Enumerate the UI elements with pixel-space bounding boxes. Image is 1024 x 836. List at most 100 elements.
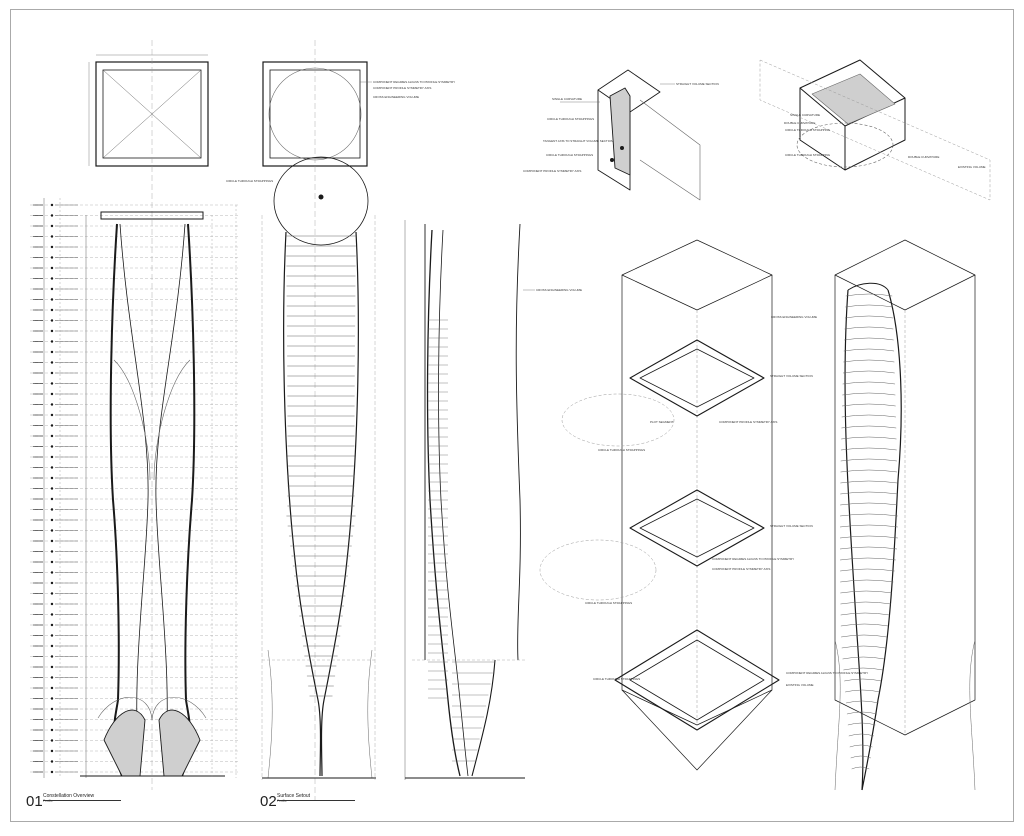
level-marker: [50, 613, 54, 616]
annotation-label: CIRCLE THROUGH STRAPPINGS: [585, 601, 632, 605]
annotation-label: STRAIGHT VOLUME SECTION: [770, 374, 813, 378]
level-marker: [50, 424, 54, 427]
level-marker: [50, 718, 54, 721]
annotation-label: CIRCLE THROUGH STRAPPINGS: [226, 179, 273, 183]
level-marker: [50, 571, 54, 574]
surface-rib: [842, 392, 896, 396]
panel-02-surface-setout: [261, 40, 376, 800]
column-cap: [100, 211, 204, 220]
surface-rib: [844, 326, 894, 330]
strapping-ellipse: [539, 539, 657, 601]
inner-strand: [119, 223, 149, 777]
outline-curve: [367, 649, 373, 779]
level-marker: [50, 224, 54, 228]
surface-edge-right: [861, 289, 902, 791]
level-marker: [50, 518, 54, 522]
surface-rib: [841, 425, 897, 429]
annotation-label: TANGENT AXIS TO STRAIGHT VOLUME SECTION: [543, 139, 613, 143]
section-profile-left: [426, 229, 461, 777]
surface-rib: [840, 513, 898, 517]
iso-ring-inner: [639, 498, 755, 558]
surface-rib: [846, 711, 877, 715]
level-marker: [50, 497, 54, 501]
annotation-label: CROSS ENGINEERING VOLUME: [771, 315, 817, 319]
level-marker: [50, 707, 54, 711]
level-marker: [50, 245, 54, 249]
inner-strand: [113, 359, 151, 481]
surface-rib: [840, 458, 897, 462]
detail-axonometric-b: [759, 59, 991, 201]
panel-number: 02: [260, 793, 277, 810]
level-marker: [50, 266, 54, 270]
level-marker: [50, 602, 54, 606]
surface-rib: [849, 744, 873, 748]
level-marker: [50, 256, 54, 259]
surface-rib: [840, 568, 895, 572]
level-marker: [50, 487, 54, 490]
annotation-label: COMPONENT REGIMES ALIGNS TO PROFILE SYMM…: [712, 557, 794, 561]
sheet-border: [10, 9, 1014, 822]
strapping-circle: [273, 156, 369, 246]
level-marker: [50, 739, 54, 742]
surface-rib: [839, 524, 898, 528]
outline-curve: [834, 639, 841, 791]
surface-rib: [847, 722, 876, 726]
annotation-label: SINGLE CURVATURE: [790, 113, 820, 117]
surface-rib: [842, 381, 896, 385]
elevation-section-column: [404, 220, 535, 780]
detail-face: [811, 73, 896, 125]
annotation-label: CIRCLE THROUGH STRAPPINGS: [593, 677, 640, 681]
surface-rib: [843, 667, 883, 671]
panel-title-01: Constellation Overview Profile: [43, 793, 94, 803]
level-marker: [50, 308, 54, 312]
level-marker: [50, 665, 54, 669]
isometric-column: [539, 239, 780, 771]
level-marker: [50, 476, 54, 480]
level-marker: [50, 361, 54, 364]
level-marker: [50, 214, 54, 217]
detail-box: [799, 88, 846, 171]
detail-node: [610, 158, 614, 162]
level-marker: [50, 350, 54, 354]
annotation-label: CROSS ENGINEERING VOLUME: [536, 288, 582, 292]
iso-top: [621, 239, 773, 311]
level-marker: [50, 676, 54, 679]
surface-rib: [840, 601, 891, 605]
surface-rib: [840, 502, 898, 506]
outline-curve: [267, 649, 273, 779]
level-marker: [50, 203, 54, 207]
surface-rib: [844, 315, 893, 319]
panel-underline-02: [277, 800, 355, 801]
annotation-label: COMPONENT REGIMES ALIGNS TO PROFILE SYMM…: [373, 80, 455, 84]
annotation-label: EXISTING VOLUME: [958, 165, 986, 169]
level-marker: [50, 434, 54, 438]
surface-rib: [844, 337, 894, 341]
level-marker: [50, 298, 54, 301]
base-shade: [103, 709, 146, 777]
level-marker: [50, 550, 54, 553]
detail-volume: [639, 99, 701, 201]
level-marker: [50, 644, 54, 648]
surface-rib: [839, 535, 898, 539]
level-marker: [50, 413, 54, 417]
annotation-label: EXISTING VOLUME: [786, 683, 814, 687]
panel-title: Surface Setout: [277, 793, 311, 799]
iso-edges: [834, 275, 976, 736]
surface-rib: [841, 403, 896, 407]
section-base: [471, 659, 496, 777]
section-edge: [515, 223, 521, 661]
iso-ring-outer: [629, 489, 765, 567]
annotation-label: CROSS ENGINEERING VOLUME: [373, 95, 419, 99]
surface-rib: [840, 557, 896, 561]
annotation-label: STRAIGHT VOLUME SECTION: [770, 524, 813, 528]
panel-title: Constellation Overview: [43, 793, 95, 799]
annotation-label: CIRCLE THROUGH STRAPPINGS: [598, 448, 645, 452]
level-marker: [50, 749, 54, 753]
surface-edge-left: [844, 289, 864, 791]
level-marker: [50, 319, 54, 322]
iso-bottom: [621, 689, 773, 771]
level-marker: [50, 287, 54, 291]
level-marker: [50, 235, 54, 238]
annotation-label: COMPONENT PROFILE SYMMETRY AXIS: [523, 169, 581, 173]
